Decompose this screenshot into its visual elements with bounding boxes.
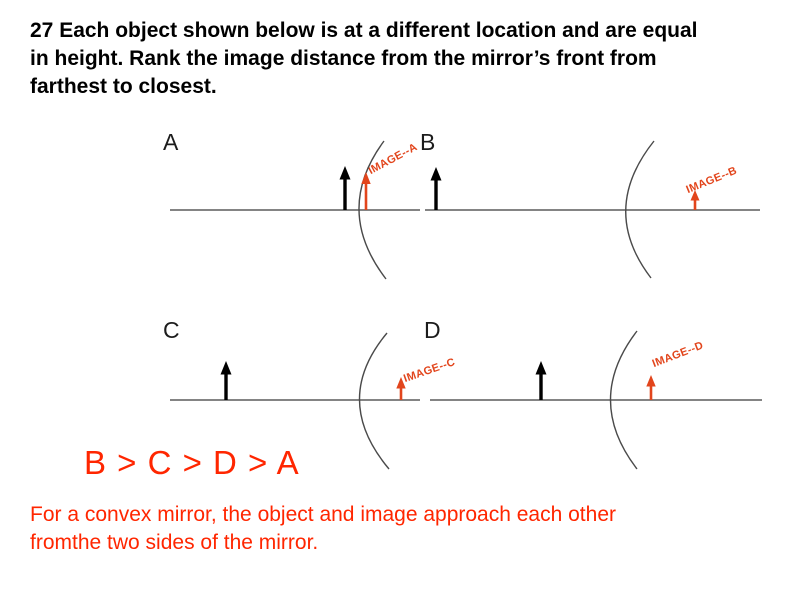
answer-text: B > C > D > A <box>84 444 300 481</box>
image-arrow-head <box>396 377 406 389</box>
object-arrow-a <box>339 166 351 210</box>
panel-label-c: C <box>163 317 180 343</box>
object-arrow-b <box>430 167 442 210</box>
explanation-line-2: fromthe two sides of the mirror. <box>30 531 319 554</box>
image-arrow-head <box>690 190 700 201</box>
image-arrow-a <box>361 172 371 210</box>
mirror-arc-a <box>358 140 387 280</box>
object-arrow-head <box>339 166 351 180</box>
image-arrow-b <box>690 190 700 210</box>
mirror-arc-c <box>358 332 390 470</box>
diagram-d <box>430 330 762 470</box>
object-arrow-head <box>430 167 442 181</box>
image-arrow-c <box>396 377 406 400</box>
question-line-1: 27 Each object shown below is at a diffe… <box>30 19 698 42</box>
object-arrow-head <box>220 361 232 375</box>
question-title: 27 Each object shown below is at a diffe… <box>30 17 775 101</box>
explanation-line-1: For a convex mirror, the object and imag… <box>30 503 616 526</box>
question-line-3: farthest to closest. <box>30 75 217 98</box>
panel-label-a: A <box>163 129 179 155</box>
mirror-arc-d <box>609 330 638 470</box>
diagram-b <box>425 140 760 279</box>
object-arrow-head <box>535 361 547 375</box>
object-arrow-d <box>535 361 547 400</box>
panel-label-d: D <box>424 317 441 343</box>
image-arrow-head <box>646 375 656 387</box>
panel-label-b: B <box>420 129 436 155</box>
question-line-2: in height. Rank the image distance from … <box>30 47 657 70</box>
explanation: For a convex mirror, the object and imag… <box>30 501 770 557</box>
object-arrow-c <box>220 361 232 400</box>
image-arrow-head <box>361 172 371 184</box>
image-arrow-d <box>646 375 656 400</box>
diagram-c <box>170 332 420 470</box>
mirror-arc-b <box>625 140 655 279</box>
diagram-a <box>170 140 420 280</box>
